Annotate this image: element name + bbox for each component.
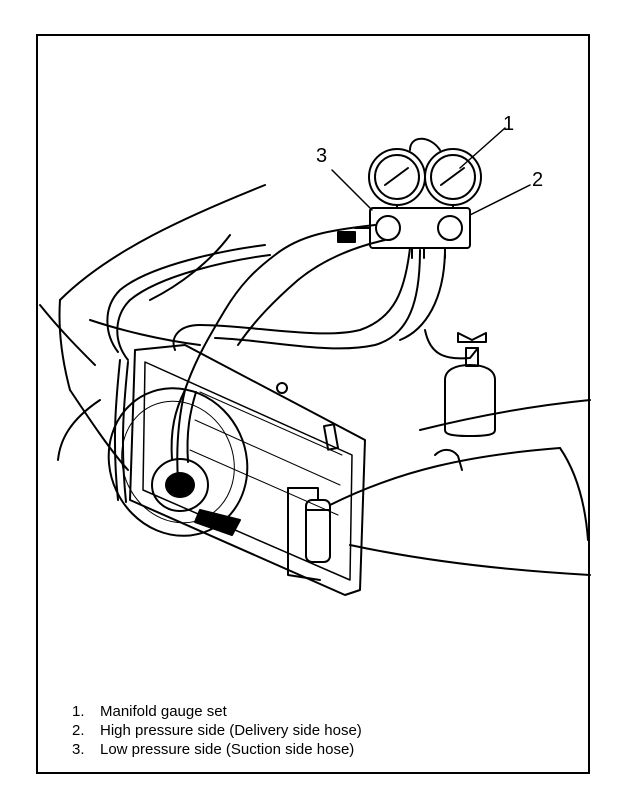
legend-list: 1. Manifold gauge set 2. High pressure sid… [72,702,362,759]
legend-text: Manifold gauge set [100,703,227,720]
callout-2: 2 [532,169,544,191]
legend-number: 3. [72,741,85,758]
hose-lines [106,224,446,503]
callout-leaders [331,127,531,216]
legend-item: 2. High pressure side (Delivery side hose… [72,721,362,740]
legend-text: Low pressure side (Suction side hose) [100,741,355,758]
ac-system-illustration [39,127,591,596]
compressor-fan [107,387,249,537]
service-hose [424,329,479,360]
legend-text: High pressure side (Delivery side hose) [100,722,362,739]
figure-frame [36,34,590,774]
callout-3: 3 [316,145,328,167]
vehicle-body-outline [39,184,591,576]
manifold-gauge-set [337,137,482,259]
legend-number: 2. [72,722,85,739]
legend-number: 1. [72,703,85,720]
condenser-panel [129,344,366,596]
legend-item: 1. Manifold gauge set [72,702,362,721]
receiver-drier [287,487,331,581]
callout-1: 1 [503,113,515,135]
legend-item: 3. Low pressure side (Suction side hose) [72,740,362,759]
refrigerant-can [444,332,496,437]
